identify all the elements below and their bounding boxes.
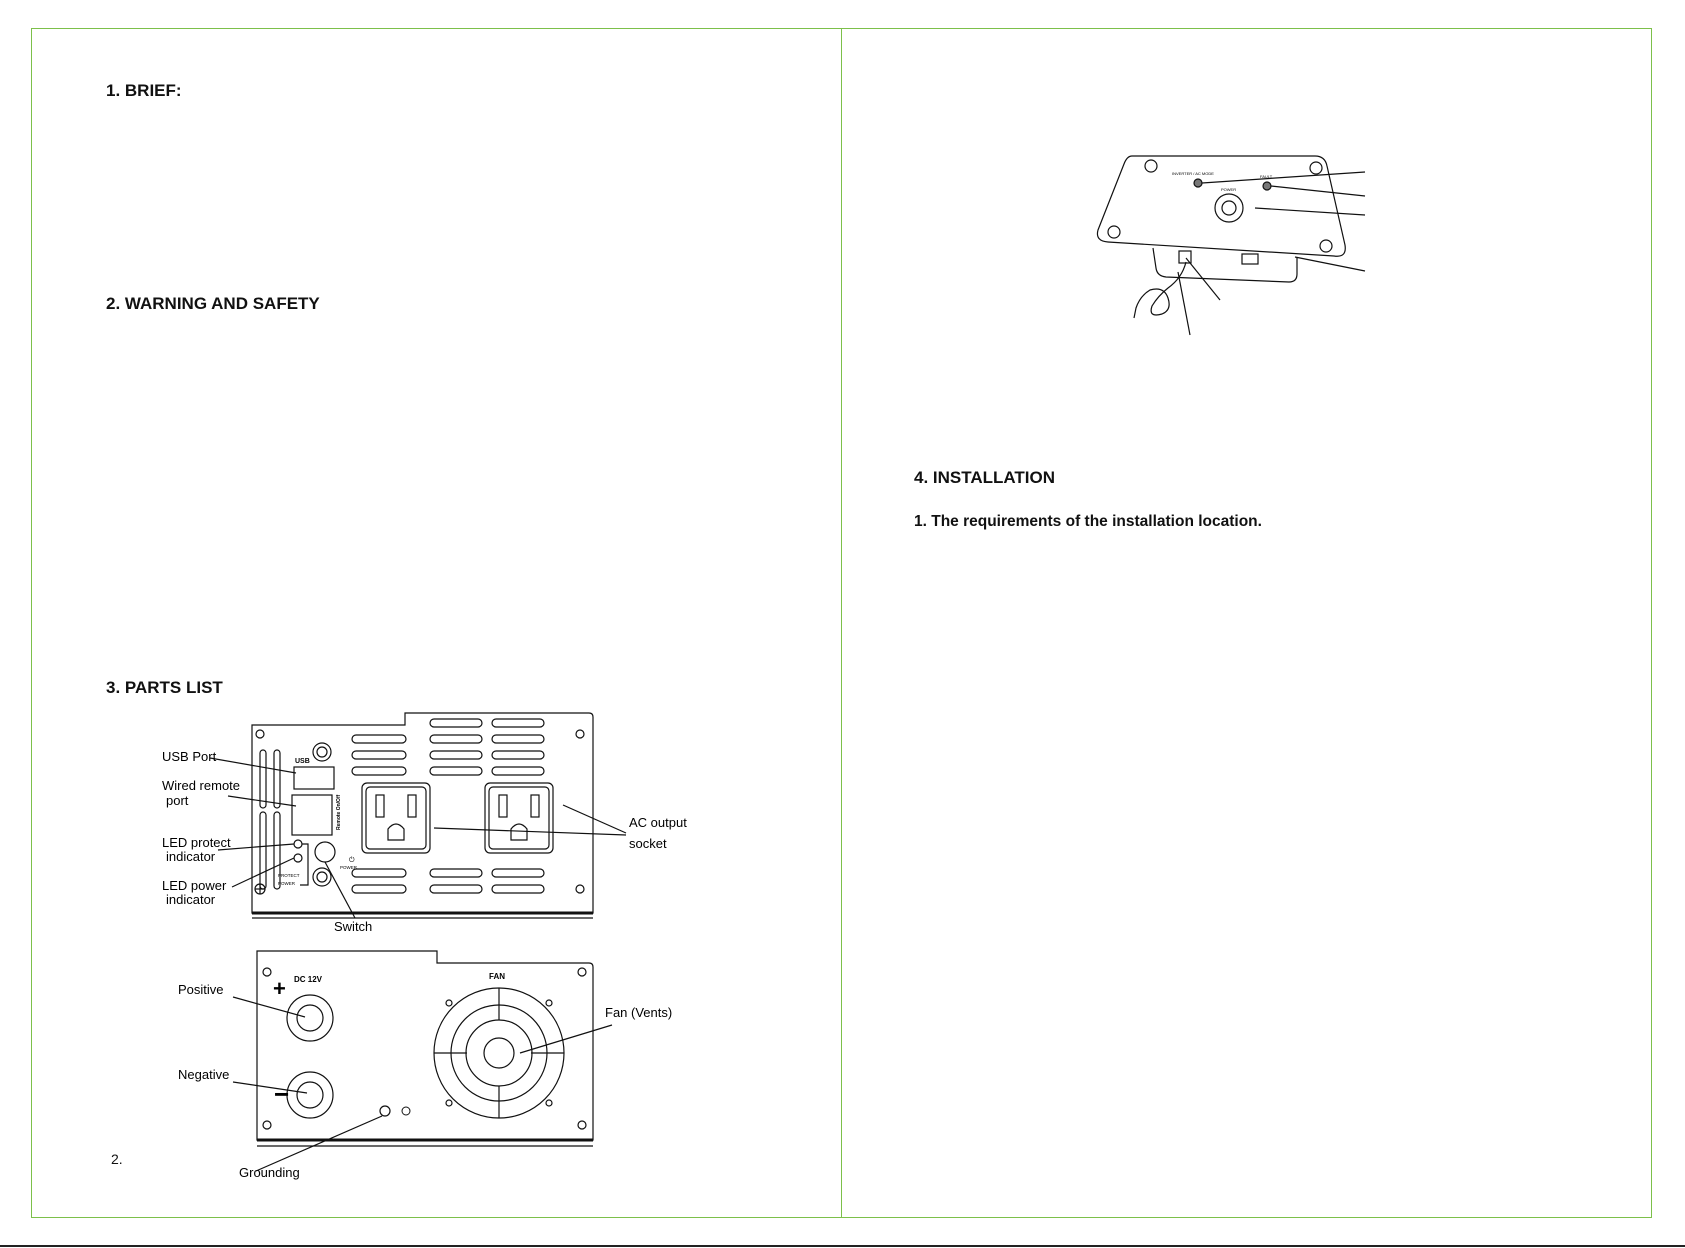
usb-mark: USB [295, 758, 310, 765]
negative-label: Negative [178, 1067, 229, 1082]
rear-panel-diagram: + − DC 12V FAN Positive Negative Groundi… [178, 950, 672, 1180]
power-mark: POWER [340, 865, 358, 870]
minus-icon: − [274, 1079, 289, 1109]
power-switch-icon: ⏻ [349, 856, 355, 864]
page-number: 2. [111, 1151, 123, 1167]
brief-heading: 1. BRIEF: [106, 81, 182, 100]
protect-mark: PROTECT [278, 873, 300, 878]
switch-label: Switch [334, 919, 372, 934]
warning-heading: 2. WARNING AND SAFETY [106, 294, 320, 313]
installation-subheading: 1. The requirements of the installation … [914, 513, 1262, 530]
led-protect-label-1: LED protect [162, 835, 231, 850]
remote-power-mark: POWER [1221, 187, 1236, 192]
led-protect-label-2: indicator [166, 849, 216, 864]
ac-output-label-2: socket [629, 836, 667, 851]
inverter-mark: INVERTER / AC MODE [1172, 171, 1214, 176]
fan-vents-label: Fan (Vents) [605, 1005, 672, 1020]
led-power-label-1: LED power [162, 878, 227, 893]
power-led-mark: POWER [278, 881, 296, 886]
parts-list-heading: 3. PARTS LIST [106, 678, 223, 697]
front-panel-diagram: USB Remote On/Off ⏻ POWER PROTECT POWER … [162, 712, 687, 934]
grounding-label: Grounding [239, 1165, 300, 1180]
led-power-label-2: indicator [166, 892, 216, 907]
dc-mark: DC 12V [294, 975, 323, 984]
fan-mark: FAN [489, 972, 505, 981]
page-divider [841, 28, 842, 1218]
usb-port-label: USB Port [162, 749, 217, 764]
positive-label: Positive [178, 982, 224, 997]
remote-panel-diagram: INVERTER / AC MODE FAULT POWER [1096, 155, 1366, 336]
plus-icon: + [273, 976, 286, 1001]
wired-remote-label-1: Wired remote [162, 778, 240, 793]
wired-remote-label-2: port [166, 793, 189, 808]
remote-mark: Remote On/Off [336, 794, 342, 830]
installation-heading: 4. INSTALLATION [914, 468, 1056, 487]
bottom-rule [0, 1245, 1685, 1247]
ground-icon [401, 1106, 411, 1116]
ac-output-label-1: AC output [629, 815, 687, 830]
fault-mark: FAULT [1260, 174, 1273, 179]
